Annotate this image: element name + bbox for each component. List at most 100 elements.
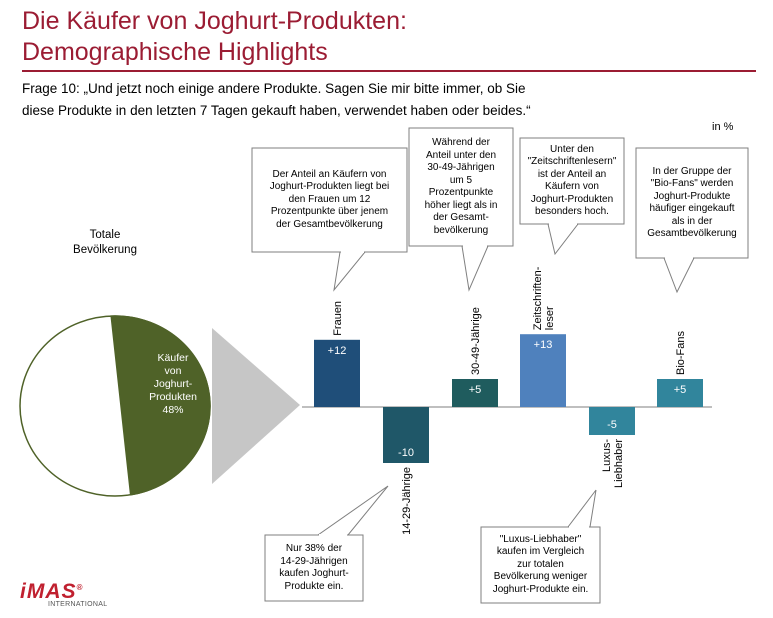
- question-line-1: Frage 10: „Und jetzt noch einige andere …: [22, 81, 526, 96]
- callout-3-line-1: Unter den: [550, 143, 594, 155]
- category-label-2-line-1: 14-29-Jährige: [401, 467, 413, 535]
- pie-label-line-2: Bevölkerung: [73, 244, 137, 256]
- callout-2-line-7: der Gesamt-: [433, 212, 489, 223]
- callout-3-line-2: "Zeitschriftenlesern": [527, 156, 617, 167]
- pie-inner-line-4: Produkten: [149, 391, 197, 403]
- pie-inner-line-5: 48%: [162, 404, 184, 416]
- callout-6-line-5: Joghurt-Produkte ein.: [492, 583, 589, 595]
- callout-6-line-1: "Luxus-Liebhaber": [499, 533, 582, 545]
- logo-main-text: iMAS: [20, 580, 77, 603]
- pie-slice-buyers: [110, 315, 211, 496]
- connector-arrow: [212, 328, 300, 484]
- pie-inner-line-1: Käufer: [157, 352, 189, 364]
- pie-inner-line-2: von: [164, 365, 182, 377]
- callout-1-line-3: den Frauen um 12: [288, 193, 371, 205]
- pie-inner-line-3: Joghurt-: [153, 378, 193, 390]
- bar-3: [452, 379, 498, 407]
- callout-4-line-5: als in der: [671, 215, 713, 227]
- bar-4: [520, 334, 566, 407]
- callout-tail-2: [461, 245, 489, 292]
- pie-label: Totale Bevölkerung: [60, 228, 150, 258]
- callout-5-line-1: Nur 38% der: [285, 543, 343, 554]
- category-label-1-line-1: Frauen: [332, 301, 344, 336]
- callout-3-line-6: besonders hoch.: [535, 206, 609, 217]
- callout-1-line-1: Der Anteil an Käufern von: [272, 168, 387, 180]
- bar-5: [589, 407, 635, 435]
- value-label-1: +12: [328, 345, 347, 357]
- callout-4-line-4: häufiger eingekauft: [649, 203, 735, 214]
- callout-6-line-3: zur totalen: [517, 558, 564, 570]
- category-label-4-line-1: Zeitschriften-: [532, 266, 544, 330]
- callout-box-5: [264, 534, 364, 602]
- title-line-1: Die Käufer von Joghurt-Produkten:: [22, 7, 407, 35]
- category-label-5-line-2: Liebhaber: [613, 439, 625, 488]
- callout-box-2: [408, 127, 514, 247]
- callout-1-line-2: Joghurt-Produkten liegt bei: [269, 181, 390, 193]
- pie-slice-label: Käufer von Joghurt- Produkten 48%: [136, 352, 210, 417]
- pie-chart: [19, 315, 211, 497]
- callout-tail-1: [333, 251, 367, 292]
- category-label-6-line-1: Bio-Fans: [675, 330, 687, 375]
- question-line-2: diese Produkte in den letzten 7 Tagen ge…: [22, 103, 531, 118]
- page-title: Die Käufer von Joghurt-Produkten: Demogr…: [22, 6, 407, 68]
- callout-4-line-2: "Bio-Fans" werden: [650, 178, 734, 189]
- callout-2-line-2: Anteil unter den: [425, 149, 497, 161]
- value-label-4: +13: [534, 339, 553, 351]
- callout-3-line-5: Joghurt-Produkten: [530, 193, 614, 205]
- callout-box-6: [480, 526, 601, 604]
- callout-2-line-4: um 5: [449, 174, 473, 186]
- callout-5-line-4: Produkte ein.: [284, 580, 344, 592]
- callout-4-line-6: Gesamtbevölkerung: [647, 228, 737, 239]
- callout-1-line-5: der Gesamtbevölkerung: [276, 218, 383, 230]
- title-line-2: Demographische Highlights: [22, 38, 328, 66]
- callout-6-line-4: Bevölkerung weniger: [493, 571, 588, 583]
- callout-6-line-2: kaufen im Vergleich: [496, 546, 585, 558]
- category-label-3-line-1: 30-49-Jährige: [470, 307, 482, 375]
- logo-wordmark: iMAS®: [20, 580, 107, 604]
- callout-box-3: [519, 137, 625, 225]
- bar-2: [383, 407, 429, 463]
- callout-box-4: [635, 147, 749, 259]
- pie-label-line-1: Totale: [89, 229, 121, 241]
- callout-2-line-5: Prozentpunkte: [428, 187, 494, 198]
- callout-4-line-3: Joghurt-Produkte: [653, 190, 731, 202]
- callout-5-line-2: 14-29-Jährigen: [280, 555, 348, 567]
- value-label-3: +5: [469, 384, 482, 396]
- bar-6: [657, 379, 703, 407]
- callout-text-3: Unter den"Zeitschriftenlesern"ist der An…: [520, 144, 624, 219]
- callout-tail-4: [663, 257, 695, 294]
- value-label-5: -5: [607, 419, 617, 431]
- logo-subtitle: INTERNATIONAL: [48, 601, 108, 608]
- bar-1: [314, 339, 360, 407]
- callout-2-line-1: Während der: [432, 137, 490, 148]
- callout-3-line-3: ist der Anteil an: [537, 168, 607, 180]
- imas-logo: iMAS® INTERNATIONAL: [20, 580, 107, 608]
- callout-shapes: [251, 127, 749, 604]
- category-label-4-line-2: leser: [544, 306, 556, 330]
- callout-1-line-4: Prozentpunkte über jenem: [270, 206, 389, 218]
- callout-tail-6: [566, 489, 597, 528]
- callout-4-line-1: In der Gruppe der: [652, 165, 732, 177]
- logo-registered: ®: [76, 583, 84, 592]
- callout-tail-5: [316, 485, 389, 536]
- unit-label: in %: [712, 121, 734, 133]
- category-label-5-line-1: Luxus-: [601, 439, 613, 472]
- callout-box-1: [251, 147, 408, 253]
- callout-2-line-3: 30-49-Jährigen: [427, 162, 495, 173]
- value-label-2: -10: [398, 447, 414, 459]
- value-label-6: +5: [674, 384, 687, 396]
- callout-5-line-3: kaufen Joghurt-: [279, 568, 349, 579]
- question-text: Frage 10: „Und jetzt noch einige andere …: [22, 78, 762, 122]
- callout-3-line-4: Käufern von: [545, 181, 599, 192]
- title-divider: [22, 70, 756, 72]
- bar-chart: +12 Frauen -10 14-29-Jährige +5 30-49-Jährige…: [302, 266, 712, 535]
- callout-2-line-8: bevölkerung: [433, 224, 489, 236]
- callout-2-line-6: höher liegt als in: [424, 199, 498, 211]
- callout-tail-3: [547, 223, 580, 256]
